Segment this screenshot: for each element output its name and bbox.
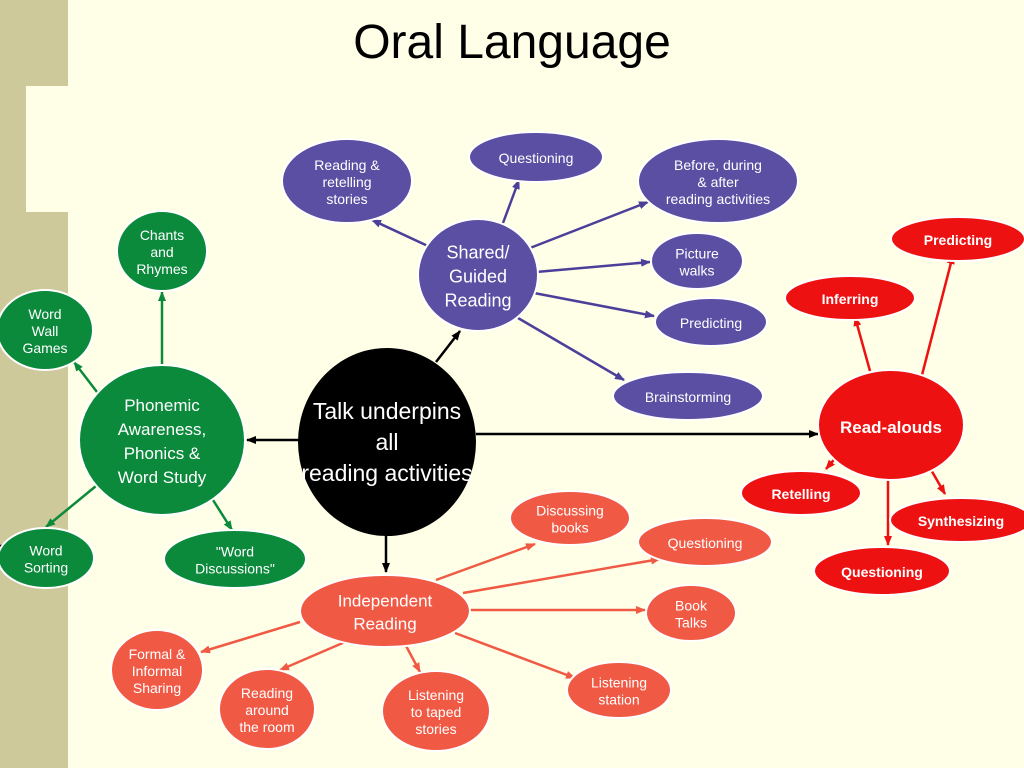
center-connectors (246, 330, 819, 573)
shared-connectors (371, 179, 655, 382)
node-ra-questioning-label: Questioning (841, 564, 923, 580)
node-ra-retelling-label: Retelling (771, 486, 830, 502)
node-ra-inferring-label: Inferring (822, 291, 879, 307)
node-brainstorming-label: Brainstorming (645, 389, 731, 405)
node-independent-questioning[interactable]: Questioning (637, 517, 773, 567)
node-ra-synthesizing-label: Synthesizing (918, 513, 1004, 529)
node-shared-questioning-label: Questioning (499, 150, 574, 166)
node-shared-questioning[interactable]: Questioning (468, 131, 604, 183)
node-ra-retelling[interactable]: Retelling (740, 470, 862, 516)
read-alouds-hub[interactable]: Read-alouds (817, 369, 965, 481)
node-ra-inferring[interactable]: Inferring (784, 275, 916, 321)
page-title: Oral Language (353, 16, 671, 69)
node-ra-predicting[interactable]: Predicting (890, 216, 1024, 262)
node-shared-predicting-label: Predicting (680, 315, 742, 331)
node-ra-predicting-label: Predicting (924, 232, 992, 248)
independent-connectors (200, 542, 661, 680)
read-alouds-connectors (825, 254, 955, 546)
node-ra-synthesizing[interactable]: Synthesizing (889, 497, 1024, 543)
node-brainstorming[interactable]: Brainstorming (612, 371, 764, 421)
read-alouds-hub-label: Read-alouds (840, 418, 942, 437)
node-shared-predicting[interactable]: Predicting (654, 297, 768, 347)
phonemic-connectors (45, 291, 234, 531)
node-ra-questioning[interactable]: Questioning (813, 546, 951, 596)
node-independent-questioning-label: Questioning (668, 535, 743, 551)
side-decoration (0, 0, 70, 768)
